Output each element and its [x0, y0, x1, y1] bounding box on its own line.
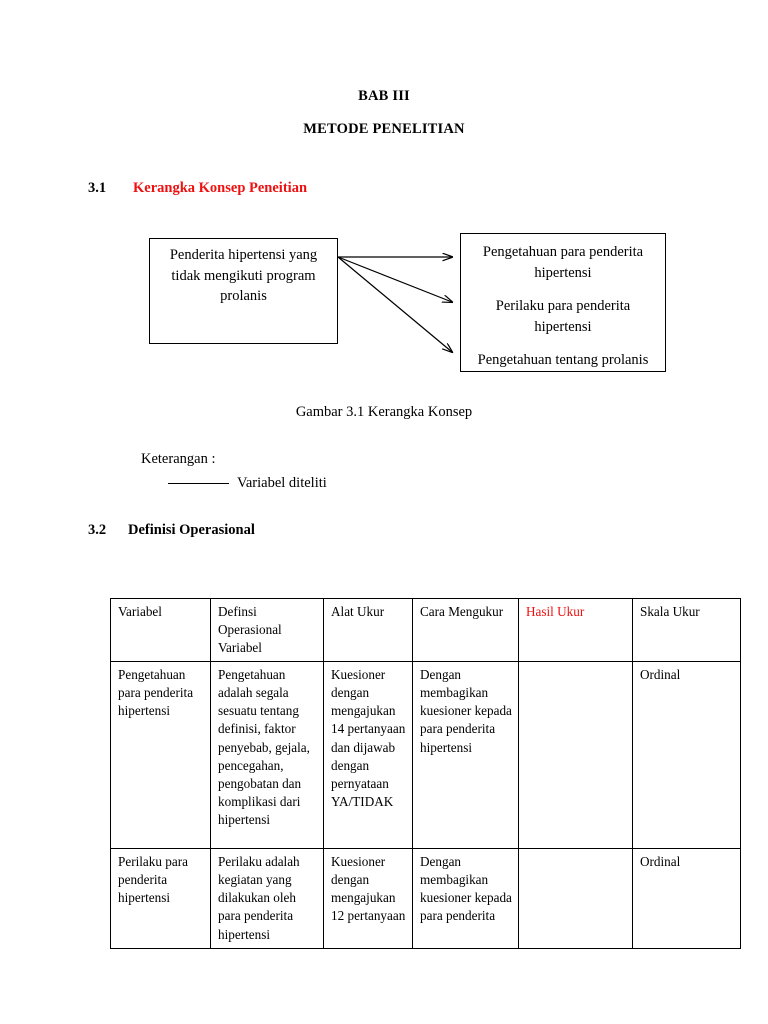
section-label-3-1: Kerangka Konsep Peneitian [133, 180, 308, 196]
table-header-skala-ukur: Skala Ukur [632, 597, 741, 663]
concept-box-left: Penderita hipertensi yang tidak mengikut… [149, 238, 338, 344]
concept-box-right-item-2: Perilaku para penderita hipertensi [495, 298, 631, 335]
operational-definition-table: Variabel Definsi Operasional Variabel Al… [110, 597, 741, 949]
cell-variabel: Pengetahuan para penderita hipertensi [110, 661, 211, 850]
table-row: Perilaku para penderita hipertensi Peril… [110, 848, 741, 949]
legend-line-label: Variabel diteliti [237, 475, 327, 491]
table-header-hasil-ukur: Hasil Ukur [518, 597, 633, 663]
legend-row: Variabel diteliti [168, 475, 327, 492]
section-label-3-2: Definisi Operasional [128, 522, 255, 538]
cell-variabel: Perilaku para penderita hipertensi [110, 848, 211, 949]
cell-hasil-ukur [518, 661, 633, 850]
section-number-3-1: 3.1 [88, 180, 107, 196]
legend-line-icon [168, 483, 229, 484]
cell-definisi: Pengetahuan adalah segala sesuatu tentan… [210, 661, 324, 850]
cell-cara-mengukur: Dengan membagikan kuesioner kepada para … [412, 848, 519, 949]
cell-hasil-ukur [518, 848, 633, 949]
section-heading-3-1: 3.1 Kerangka Konsep Peneitian [88, 180, 307, 197]
section-number-3-2: 3.2 [88, 522, 107, 538]
table-header-definisi: Definsi Operasional Variabel [210, 597, 324, 663]
cell-cara-mengukur: Dengan membagikan kuesioner kepada para … [412, 661, 519, 850]
cell-definisi: Perilaku adalah kegiatan yang dilakukan … [210, 848, 324, 949]
section-heading-3-2: 3.2 Definisi Operasional [88, 522, 255, 539]
table-header-row: Variabel Definsi Operasional Variabel Al… [110, 597, 741, 663]
table-row: Pengetahuan para penderita hipertensi Pe… [110, 661, 741, 850]
concept-box-right-item-3: Pengetahuan tentang prolanis [477, 352, 649, 369]
concept-box-right-item-1: Pengetahuan para penderita hipertensi [482, 244, 644, 281]
cell-alat-ukur: Kuesioner dengan mengajukan 14 pertanyaa… [323, 661, 413, 850]
table-header-cara-mengukur: Cara Mengukur [412, 597, 519, 663]
arrow-to-item-3 [337, 256, 452, 352]
concept-box-right: Pengetahuan para penderita hipertensi Pe… [460, 233, 666, 372]
table-header-variabel: Variabel [110, 597, 211, 663]
chapter-title: BAB III [358, 88, 410, 104]
cell-skala-ukur: Ordinal [632, 848, 741, 949]
diagram-arrows [337, 0, 768, 440]
cell-skala-ukur: Ordinal [632, 661, 741, 850]
table-header-alat-ukur: Alat Ukur [323, 597, 413, 663]
figure-caption: Gambar 3.1 Kerangka Konsep [295, 404, 473, 420]
legend-title: Keterangan : [141, 451, 216, 467]
concept-diagram: Penderita hipertensi yang tidak mengikut… [0, 0, 768, 440]
concept-box-left-text: Penderita hipertensi yang tidak mengikut… [169, 247, 318, 305]
chapter-subtitle: METODE PENELITIAN [303, 121, 465, 137]
cell-alat-ukur: Kuesioner dengan mengajukan 12 pertanyaa… [323, 848, 413, 949]
arrow-to-item-2 [337, 256, 452, 302]
